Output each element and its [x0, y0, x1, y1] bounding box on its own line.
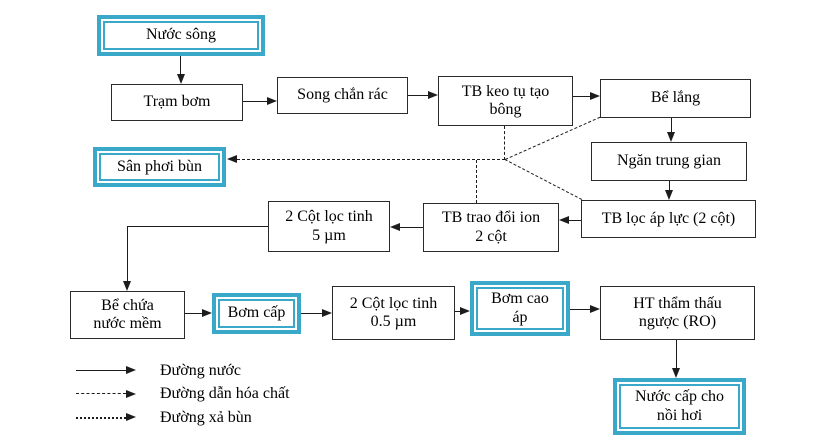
node-bom-cap: Bơm cấp	[212, 293, 301, 334]
arrow-be-chua-to-bom-cap	[185, 313, 203, 314]
legend-item-chemical-line: Đường dẫn hóa chất	[76, 383, 290, 407]
arrow-cot-loc-05um-to-bom-cao-ap	[455, 311, 461, 312]
arrow-cot-loc-5um-elbow-vertical	[127, 226, 128, 281]
solid-arrow-icon	[76, 366, 138, 376]
dotted-arrow-icon	[76, 413, 138, 423]
node-tb-loc-ap-luc: TB lọc áp lực (2 cột)	[581, 200, 756, 238]
chem-line-tb-keo-tu-junction	[504, 126, 505, 160]
node-bom-cao-ap-inner: Bơm cao áp	[476, 287, 564, 330]
chem-line-to-san-phoi-bun	[237, 159, 505, 160]
arrow-nuoc-song-to-tram-bom	[180, 56, 181, 75]
node-bom-cao-ap: Bơm cao áp	[470, 281, 570, 336]
arrowhead-right-icon	[267, 96, 277, 105]
node-ht-ro: HT thẩm thấu ngược (RO)	[600, 286, 755, 340]
legend-label: Đường nước	[160, 361, 241, 379]
node-label: Bơm cấp	[227, 304, 286, 322]
node-song-chan-rac: Song chắn rác	[277, 77, 408, 114]
node-be-chua-nuoc-mem: Bể chứa nước mềm	[70, 291, 185, 339]
node-be-lang: Bể lắng	[600, 79, 751, 118]
arrowhead-down-icon	[671, 368, 680, 378]
node-label: Sân phơi bùn	[117, 157, 202, 175]
legend-item-sludge-line: Đường xả bùn	[76, 406, 290, 430]
arrowhead-down-icon	[176, 74, 185, 84]
arrow-bom-cao-ap-to-ht-ro	[570, 309, 591, 310]
node-nuoc-cap-noi-hoi-inner: Nước cấp cho nồi hơi	[619, 384, 740, 429]
chem-line-to-tb-trao-doi-ion	[476, 160, 477, 203]
legend: Đường nước Đường dẫn hóa chất Đường xả b…	[76, 359, 290, 430]
node-san-phoi-bun-inner: Sân phơi bùn	[99, 153, 220, 181]
arrow-tram-bom-to-song-chan-rac	[243, 101, 267, 102]
arrowhead-right-icon	[590, 304, 600, 313]
arrow-tb-trao-doi-ion-to-cot-loc-5um	[400, 227, 423, 228]
arrowhead-down-icon	[122, 281, 131, 291]
arrowhead-down-icon	[666, 132, 675, 142]
arrowhead-right-icon	[202, 308, 212, 317]
arrowhead-down-icon	[664, 190, 673, 200]
node-cot-loc-tinh-5um: 2 Cột lọc tinh 5 µm	[268, 201, 390, 252]
arrowhead-right-icon	[590, 91, 600, 100]
chem-line-junction-to-tb-loc-ap-luc	[504, 159, 583, 201]
arrowhead-right-icon	[460, 306, 470, 315]
arrow-ngan-trung-gian-to-tb-loc-ap-luc	[669, 181, 670, 191]
node-label: Nước sông	[145, 26, 216, 44]
legend-label: Đường xả bùn	[160, 408, 252, 426]
node-label: Bơm cao áp	[491, 290, 549, 326]
arrow-song-chan-rac-to-tb-keo-tu	[408, 95, 428, 96]
node-tb-trao-doi-ion: TB trao đổi ion 2 cột	[423, 203, 559, 252]
arrow-be-lang-to-ngan-trung-gian	[671, 118, 672, 133]
arrow-tb-loc-ap-luc-to-tb-trao-doi-ion	[569, 220, 581, 221]
legend-item-water-line: Đường nước	[76, 359, 290, 383]
node-ngan-trung-gian: Ngăn trung gian	[591, 142, 747, 181]
node-bom-cap-inner: Bơm cấp	[218, 299, 295, 328]
dashed-arrow-icon	[76, 389, 138, 399]
arrow-bom-cap-to-cot-loc-05um	[301, 313, 323, 314]
node-nuoc-song-inner: Nước sông	[103, 21, 259, 50]
arrow-ht-ro-to-nuoc-cap	[676, 340, 677, 369]
arrow-cot-loc-5um-elbow-horizontal	[127, 226, 268, 227]
node-san-phoi-bun: Sân phơi bùn	[93, 147, 226, 187]
arrowhead-left-icon	[227, 154, 237, 163]
arrowhead-right-icon	[322, 308, 332, 317]
node-tb-keo-tu-tao-bong: TB keo tụ tạo bông	[438, 76, 573, 126]
arrowhead-left-icon	[390, 222, 400, 231]
arrowhead-right-icon	[428, 90, 438, 99]
node-label: Nước cấp cho nồi hơi	[634, 388, 725, 424]
arrowhead-left-icon	[559, 215, 569, 224]
arrow-tb-keo-tu-to-be-lang	[573, 96, 590, 97]
node-cot-loc-tinh-05um: 2 Cột lọc tinh 0.5 µm	[332, 286, 455, 340]
node-nuoc-cap-noi-hoi: Nước cấp cho nồi hơi	[613, 378, 746, 435]
node-tram-bom: Trạm bơm	[111, 84, 243, 121]
node-nuoc-song: Nước sông	[97, 15, 265, 56]
legend-label: Đường dẫn hóa chất	[160, 385, 290, 403]
